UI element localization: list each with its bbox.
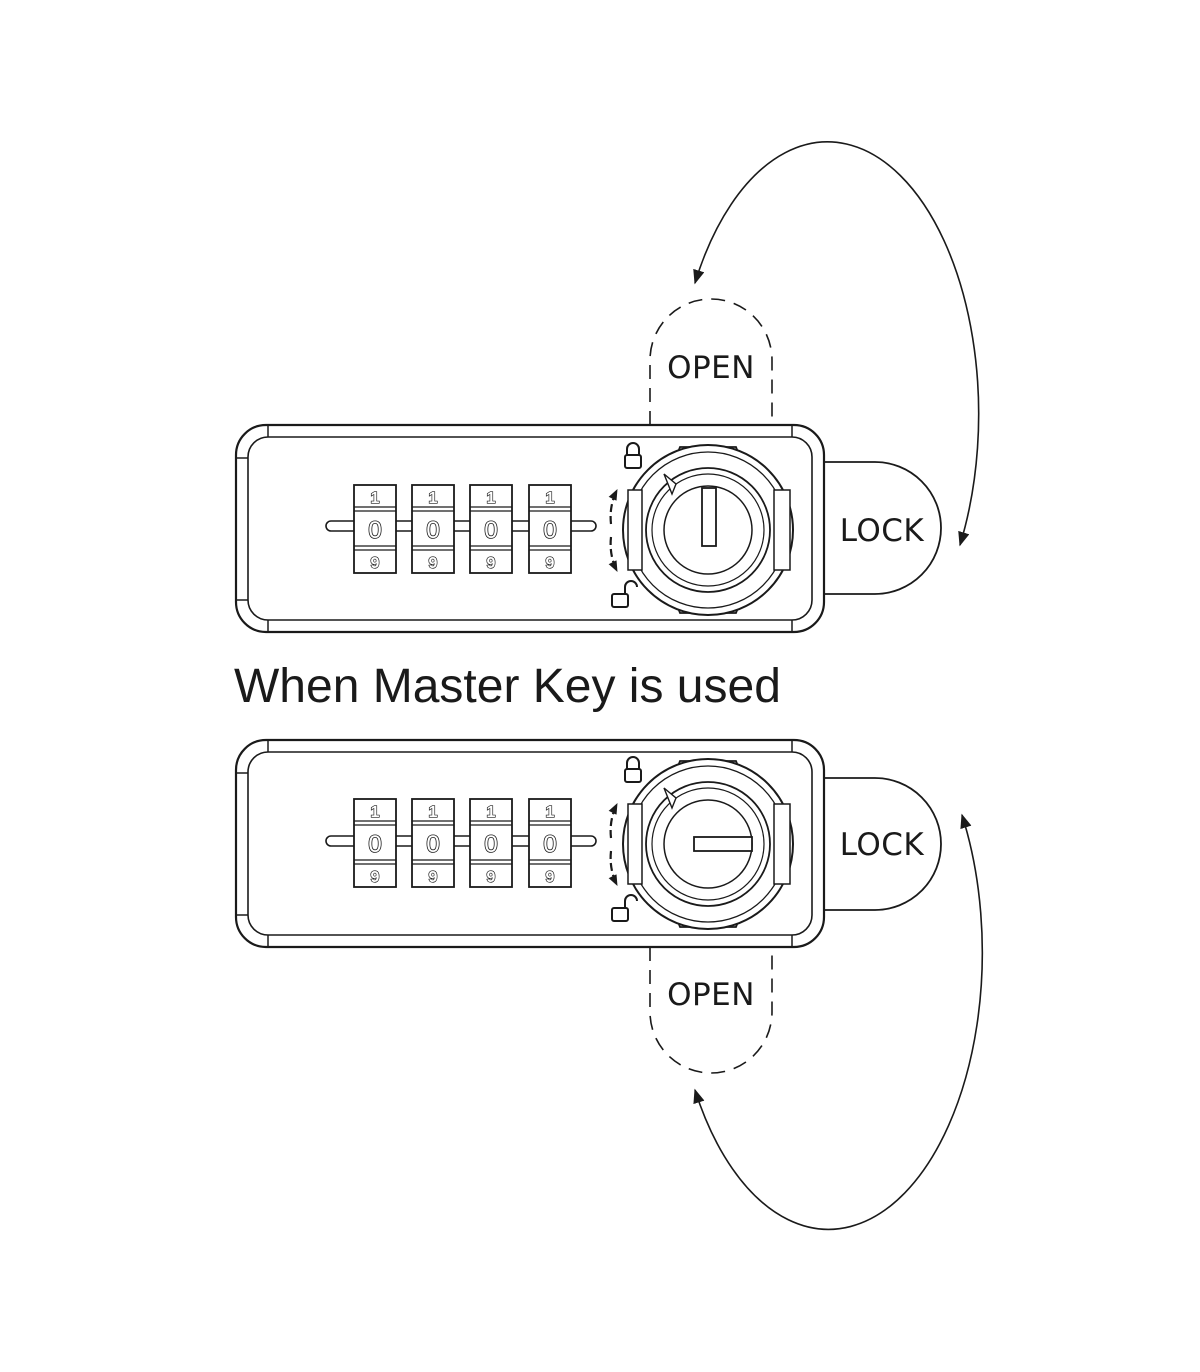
bottom-cylinder xyxy=(622,758,794,930)
top-lock-handle: LOCK xyxy=(824,461,942,595)
bottom-key-slot xyxy=(693,836,753,852)
bottom-wheel-3-mid: 0 xyxy=(484,831,497,858)
top-wheel-3: 1 0 9 xyxy=(469,484,513,574)
bottom-rotation-arrow xyxy=(693,813,984,1231)
top-wheel-4-mid: 0 xyxy=(543,517,556,544)
top-wheel-4-bot: 9 xyxy=(546,555,555,572)
bottom-wheel-4-top: 1 xyxy=(546,804,555,821)
bottom-wheel-3-bot: 9 xyxy=(487,869,496,886)
bottom-wheel-4: 1 0 9 xyxy=(528,798,572,888)
top-open-label: OPEN xyxy=(667,350,755,386)
bottom-wheel-2-top: 1 xyxy=(429,804,438,821)
top-wheel-4: 1 0 9 xyxy=(528,484,572,574)
top-wheel-3-mid: 0 xyxy=(484,517,497,544)
bottom-wheel-1-bot: 9 xyxy=(371,869,380,886)
top-wheel-2-mid: 0 xyxy=(426,517,439,544)
bottom-wheel-1-top: 1 xyxy=(371,804,380,821)
top-lock-label: LOCK xyxy=(840,513,925,549)
bottom-lock-label: LOCK xyxy=(840,827,925,863)
top-wheel-1-mid: 0 xyxy=(368,517,381,544)
top-wheel-1-top: 1 xyxy=(371,490,380,507)
unlocked-padlock-icon xyxy=(611,580,638,608)
top-wheel-2-top: 1 xyxy=(429,490,438,507)
caption: When Master Key is used xyxy=(234,660,781,713)
top-wheel-1: 1 0 9 xyxy=(353,484,397,574)
top-rotation-arrow xyxy=(693,141,980,547)
top-wheel-4-top: 1 xyxy=(546,490,555,507)
top-wheel-3-bot: 9 xyxy=(487,555,496,572)
bottom-wheel-4-bot: 9 xyxy=(546,869,555,886)
bottom-wheel-1-mid: 0 xyxy=(368,831,381,858)
top-cylinder xyxy=(622,444,794,616)
bottom-wheel-3: 1 0 9 xyxy=(469,798,513,888)
top-wheel-1-bot: 9 xyxy=(371,555,380,572)
unlocked-padlock-icon xyxy=(611,894,638,922)
rotation-arrow-icon xyxy=(608,803,618,886)
rotation-arrow-icon xyxy=(608,489,618,572)
bottom-open-label: OPEN xyxy=(667,977,755,1013)
bottom-lock: LOCK OPEN 1 0 9 1 0 xyxy=(234,738,984,1231)
top-lock: OPEN LOCK 1 0 9 1 0 xyxy=(234,141,980,634)
bottom-wheel-3-top: 1 xyxy=(487,804,496,821)
top-open-handle: OPEN xyxy=(649,298,773,425)
locked-padlock-icon xyxy=(624,442,642,469)
bottom-wheel-2-mid: 0 xyxy=(426,831,439,858)
bottom-lock-handle: LOCK xyxy=(824,777,942,911)
top-wheel-3-top: 1 xyxy=(487,490,496,507)
top-wheel-2-bot: 9 xyxy=(429,555,438,572)
top-wheel-2: 1 0 9 xyxy=(411,484,455,574)
bottom-open-handle: OPEN xyxy=(649,947,773,1074)
bottom-wheel-1: 1 0 9 xyxy=(353,798,397,888)
top-key-slot xyxy=(701,487,717,547)
bottom-wheel-4-mid: 0 xyxy=(543,831,556,858)
locked-padlock-icon xyxy=(624,756,642,783)
bottom-wheel-2: 1 0 9 xyxy=(411,798,455,888)
bottom-wheel-2-bot: 9 xyxy=(429,869,438,886)
